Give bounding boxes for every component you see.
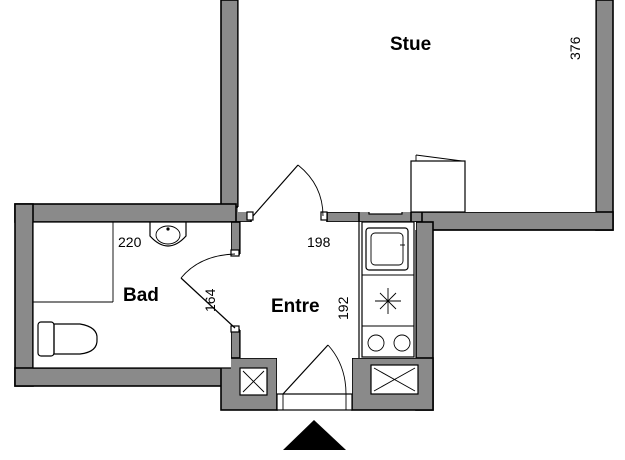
entrance-arrow-icon [283, 420, 346, 450]
door-leaf-stue [252, 164, 299, 217]
dimension-entre-height: 192 [335, 296, 351, 320]
fridge-icon [410, 160, 466, 213]
inner-outlines [32, 0, 613, 369]
room-label-stue: Stue [390, 34, 431, 55]
appliance-icon [375, 288, 401, 314]
door-jamb [246, 211, 254, 221]
door-swing-entrance [327, 344, 347, 395]
stue-right-wall [595, 0, 614, 231]
bad-entre-wall-upper [230, 221, 241, 255]
stue-left-wall [220, 0, 239, 208]
bad-top-wall [14, 203, 237, 223]
stove-icon [367, 334, 411, 352]
bad-floor [33, 222, 231, 368]
door-leaf-bad [180, 277, 236, 329]
dimension-bad-door: 164 [202, 288, 218, 312]
door-swing-stue [297, 164, 324, 217]
sink-icon [365, 227, 409, 271]
entre-floor [240, 222, 359, 358]
bathroom [33, 222, 187, 357]
room-label-bad: Bad [123, 285, 159, 306]
room-label-entre: Entre [271, 296, 320, 317]
doors [180, 164, 353, 411]
door-leaf-entrance [282, 344, 329, 395]
door-jamb [230, 325, 240, 333]
stue-bottom-wall [415, 211, 614, 231]
bad-bottom-wall [14, 367, 241, 387]
kitchen [361, 154, 466, 358]
dimension-stue-height: 376 [567, 36, 583, 60]
dimension-bad-width: 220 [118, 234, 142, 250]
door-jamb [320, 211, 328, 221]
entrance-threshold [276, 393, 353, 411]
toilet-icon [37, 321, 98, 357]
bad-left-wall [14, 203, 34, 387]
washbasin-icon [149, 222, 187, 247]
door-jamb [230, 249, 240, 257]
door-swing-bad [180, 253, 236, 279]
dimension-entre-width: 198 [307, 234, 331, 250]
